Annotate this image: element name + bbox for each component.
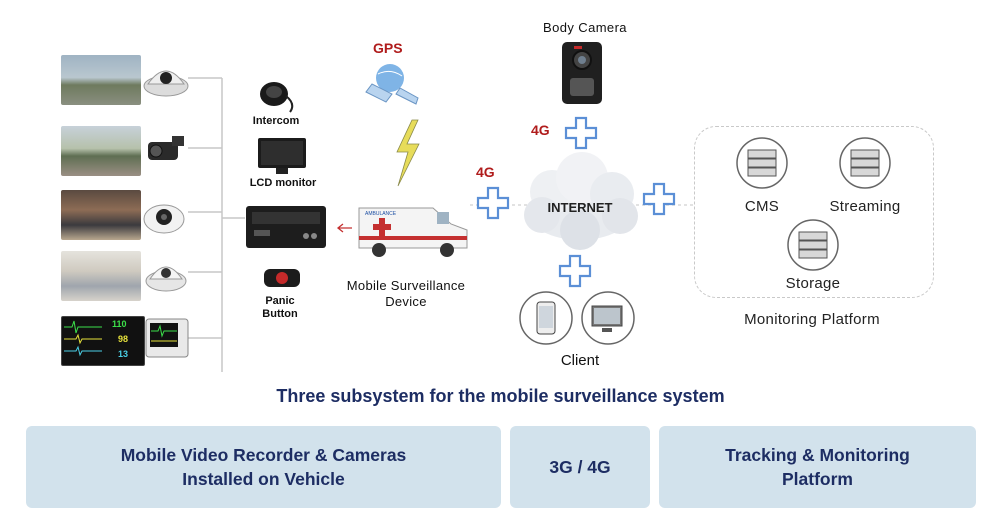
- internet-label: INTERNET: [547, 200, 613, 215]
- four-g-label-top: 4G: [531, 122, 550, 138]
- body-camera-icon: [562, 42, 602, 104]
- plus-icon: [642, 182, 676, 216]
- mobile-recorder-icon: [246, 206, 326, 248]
- mobile-device-label-line2: Device: [385, 294, 427, 309]
- smartphone-icon: [519, 291, 573, 345]
- monitoring-platform-box: [694, 126, 934, 298]
- monitor-reading: 13: [118, 349, 129, 359]
- lcd-monitor-icon: [258, 138, 306, 174]
- subsystem-panel-recorder: Mobile Video Recorder & Cameras Installe…: [26, 426, 501, 508]
- camera-feed-thumbnail: [61, 251, 141, 301]
- panel-line: 3G / 4G: [549, 457, 611, 477]
- patient-monitor-icon: [145, 318, 189, 358]
- plus-icon: [558, 254, 592, 288]
- lightning-icon: [396, 119, 420, 187]
- dome-camera-icon: [143, 204, 185, 234]
- patient-monitor-screen: 110 98 13: [61, 316, 145, 366]
- intercom-icon: [260, 82, 294, 113]
- panel-line: Tracking & Monitoring: [725, 445, 910, 465]
- camera-feed-thumbnail: [61, 190, 141, 240]
- panel-line: Platform: [782, 469, 853, 489]
- intercom-label: Intercom: [252, 115, 300, 127]
- streaming-label: Streaming: [829, 198, 901, 215]
- four-g-label-left: 4G: [476, 164, 495, 180]
- lcd-monitor-label: LCD monitor: [249, 177, 317, 189]
- storage-label: Storage: [785, 275, 841, 292]
- monitor-reading: 98: [118, 334, 129, 344]
- monitoring-platform-label: Monitoring Platform: [744, 311, 880, 328]
- plus-icon: [564, 116, 598, 150]
- gps-satellite-icon: [365, 64, 419, 105]
- ambulance-icon: AMBULANCE: [358, 207, 468, 257]
- server-icon: [839, 137, 891, 189]
- ambulance-text: AMBULANCE: [365, 211, 397, 217]
- mobile-device-label-line1: Mobile Surveillance: [346, 278, 466, 293]
- desktop-computer-icon: [581, 291, 635, 345]
- camera-feed-thumbnail: [61, 126, 141, 176]
- internet-cloud-icon: [524, 152, 638, 250]
- panic-button-icon[interactable]: [262, 265, 302, 291]
- panic-label-line2: Button: [262, 308, 298, 320]
- subsystem-panel-platform: Tracking & Monitoring Platform: [659, 426, 976, 508]
- monitor-reading: 110: [112, 319, 127, 329]
- diagram-subtitle: Three subsystem for the mobile surveilla…: [276, 386, 725, 406]
- dome-camera-icon: [145, 266, 187, 292]
- panic-button-label: Panic Button: [250, 295, 310, 321]
- panic-label-line1: Panic: [265, 295, 295, 307]
- body-camera-label: Body Camera: [543, 20, 627, 35]
- panel-line: Installed on Vehicle: [182, 469, 345, 489]
- cms-label: CMS: [744, 198, 780, 215]
- arrow-icon: [336, 223, 352, 233]
- server-icon: [736, 137, 788, 189]
- panel-line: Mobile Video Recorder & Cameras: [120, 445, 407, 465]
- vehicle-camera-icon: [148, 136, 184, 160]
- plus-icon: [476, 186, 510, 220]
- subsystem-panel-network: 3G / 4G: [510, 426, 650, 508]
- camera-feed-thumbnail: [61, 55, 141, 105]
- mobile-device-label: Mobile Surveillance Device: [336, 278, 476, 310]
- dome-camera-icon: [143, 70, 189, 97]
- gps-label: GPS: [373, 40, 403, 56]
- client-label: Client: [560, 352, 600, 369]
- server-icon: [787, 219, 839, 271]
